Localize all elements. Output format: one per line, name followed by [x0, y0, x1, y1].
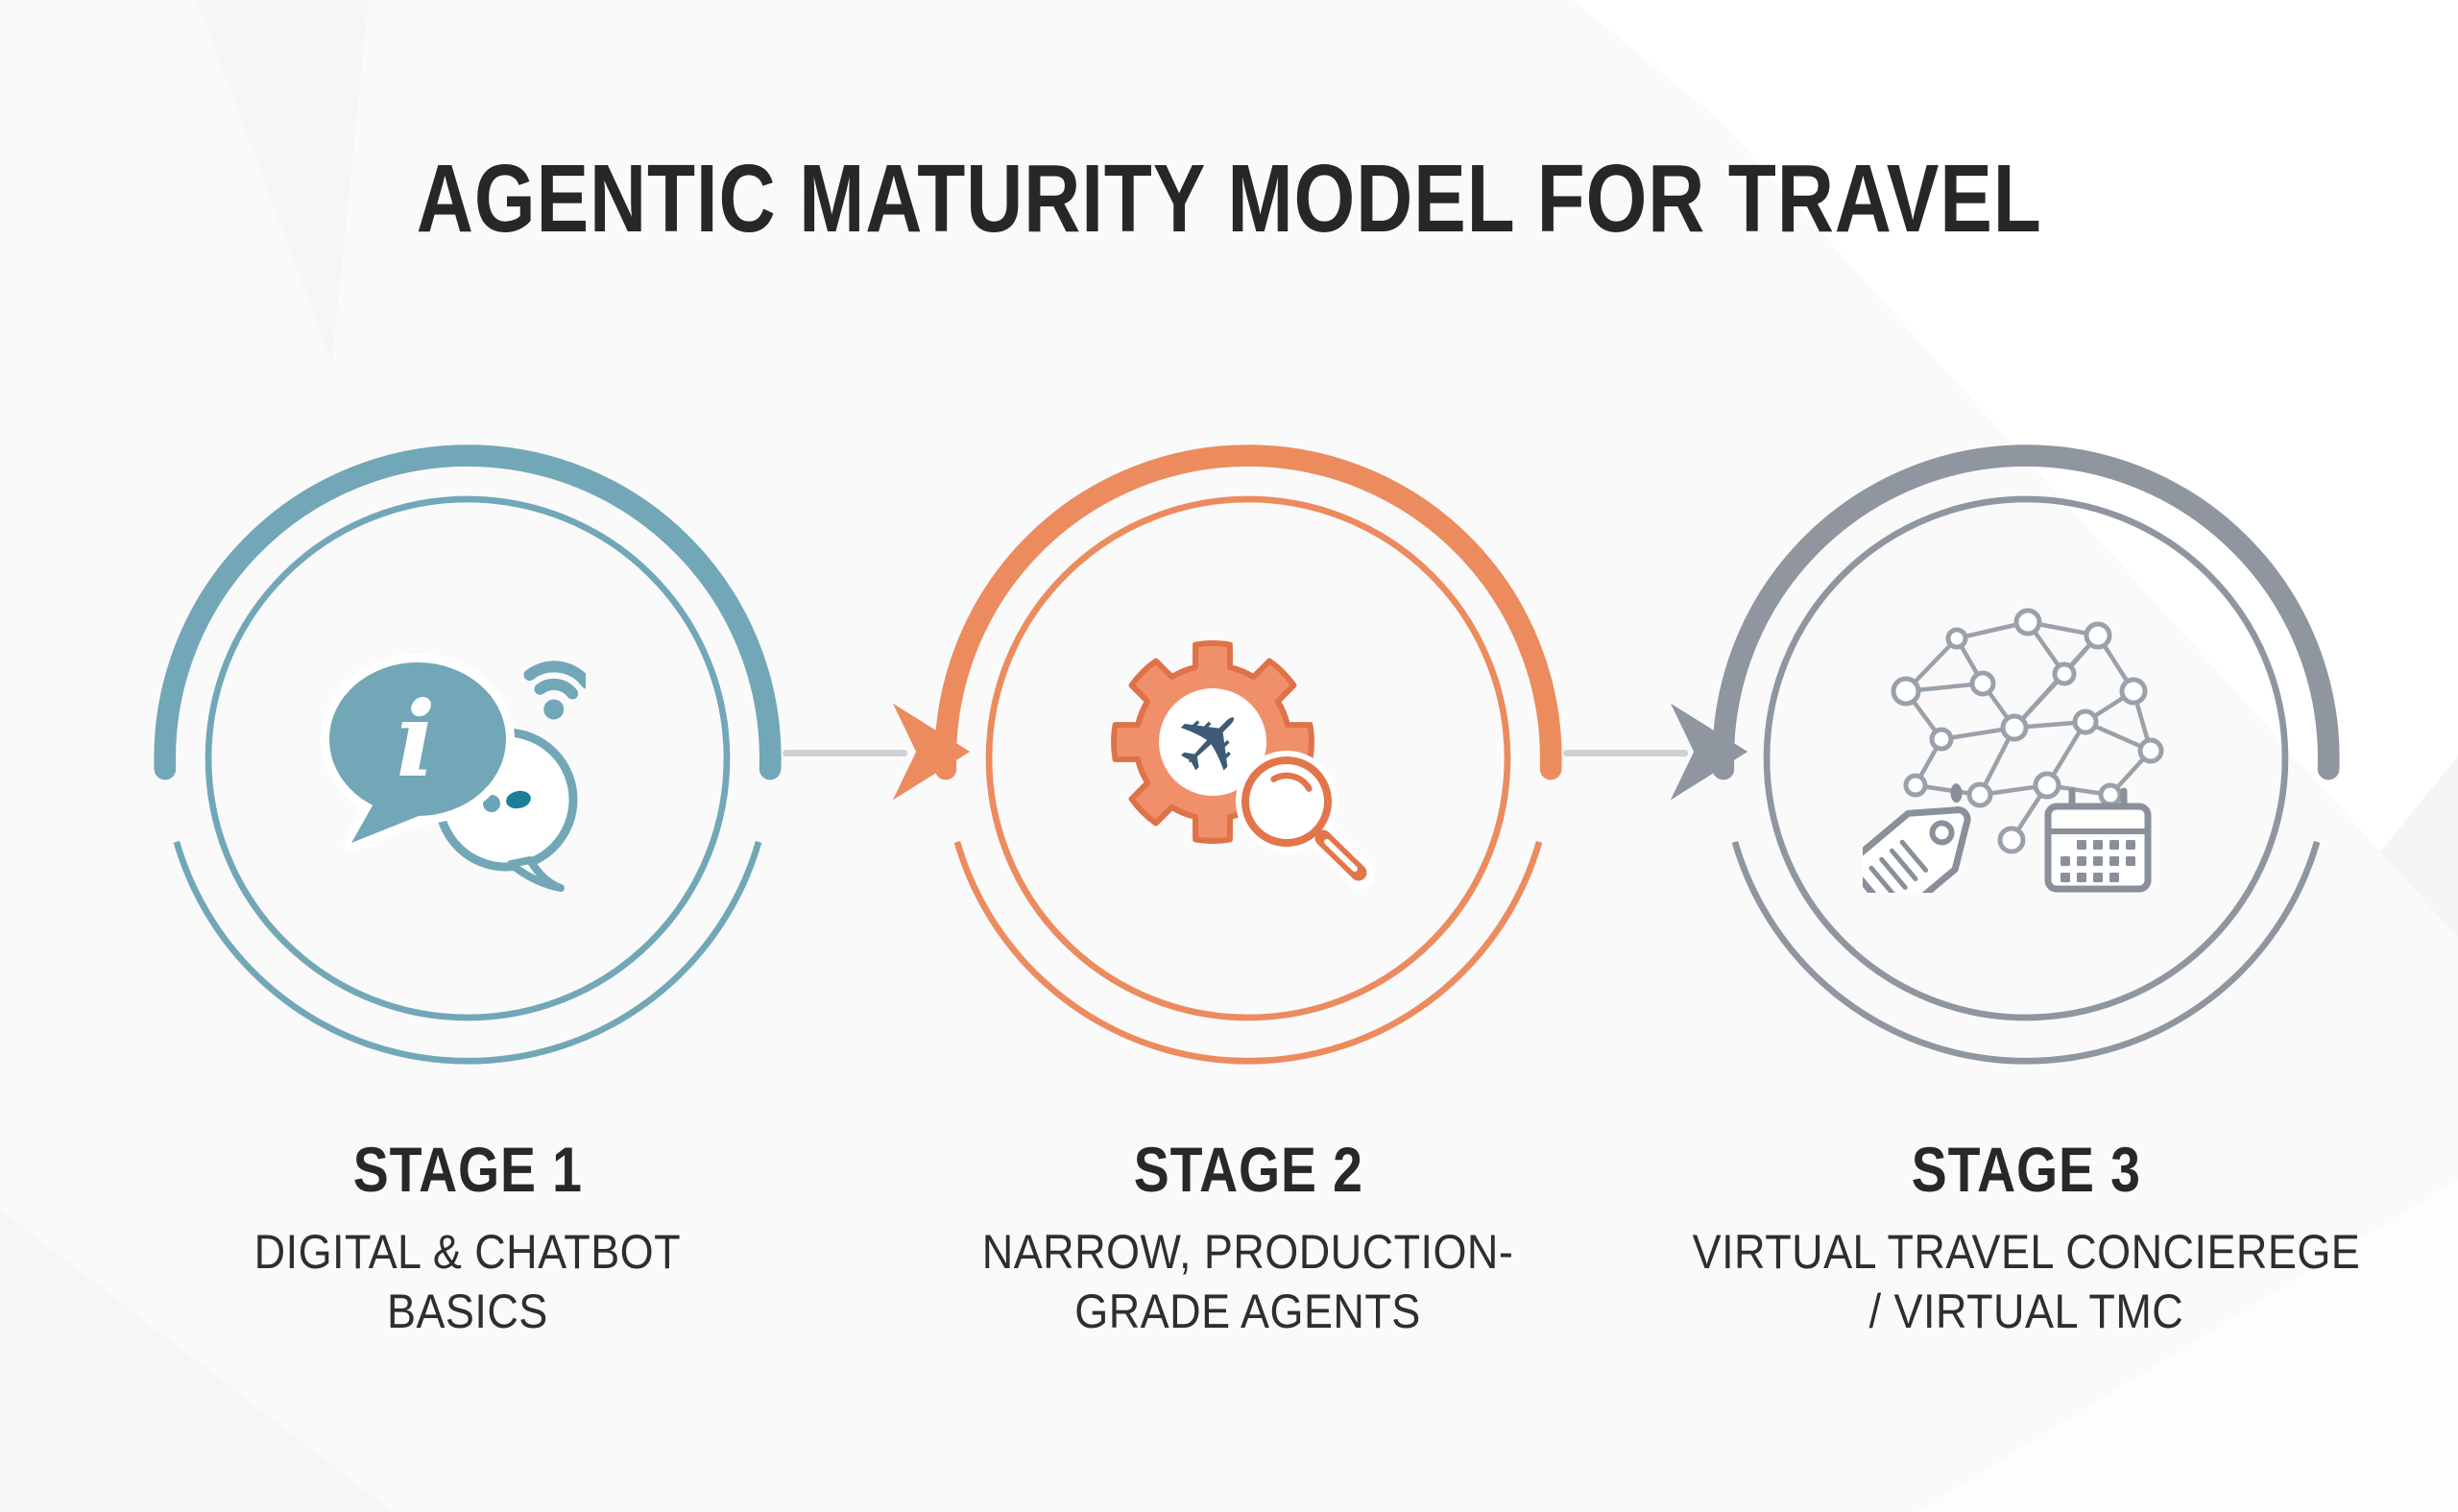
- brain-network-icon: [1891, 608, 2164, 854]
- gear-plane-magnifier-icon: ✈: [1111, 640, 1373, 889]
- ring-inner-circle: [1763, 495, 2289, 1021]
- chatbot-info-bubbles-icon: i: [321, 654, 586, 892]
- stage-2-description: NARROW, PRODUCTION- GRADE AGENTS: [982, 1225, 1514, 1338]
- ring-top-arc: [1712, 444, 2340, 780]
- stage-2-group: ✈ STAGE 2 NARROW, PRODUCTION- GRADE AGEN…: [855, 437, 1642, 1378]
- connector-line-1: [783, 750, 907, 756]
- stage-1-group: i STAGE 1 DIGITAL & CHATBOT BASICS: [74, 437, 861, 1378]
- magnifier-icon: [1236, 751, 1373, 889]
- stage-1-name: STAGE 1: [352, 1134, 583, 1205]
- ring-inner-circle: [985, 495, 1511, 1021]
- info-glyph: i: [396, 680, 435, 801]
- connector-line-2: [1563, 750, 1688, 756]
- stage-3-ring: [1704, 437, 2348, 1080]
- ring-top-arc: [934, 444, 1562, 780]
- stage-3-name: STAGE 3: [1911, 1134, 2141, 1205]
- stage-1-ring-icon: [154, 444, 782, 1065]
- calendar-icon: [2044, 787, 2152, 893]
- stage-3-group: STAGE 3 VIRTUAL TRAVEL CONCIEREGE / VIRT…: [1632, 437, 2420, 1378]
- arrow-right-icon: [892, 703, 971, 801]
- ring-inner-circle: [205, 495, 731, 1021]
- diagram-title-text: AGENTIC MATURITY MODEL FOR TRAVEL: [416, 145, 2042, 252]
- info-chat-bubble-icon: i: [321, 654, 515, 852]
- ring-bottom-arc: [173, 840, 762, 1065]
- diagram-title: AGENTIC MATURITY MODEL FOR TRAVEL: [0, 144, 2458, 254]
- stage-2-name: STAGE 2: [1133, 1134, 1363, 1205]
- stage-3-ring-icon: [1712, 444, 2340, 1065]
- stage-2-ring: ✈: [927, 437, 1570, 1080]
- ring-top-arc: [154, 444, 782, 780]
- ring-bottom-arc: [953, 840, 1543, 1065]
- typing-dot-icon: [506, 790, 531, 809]
- stage-3-description: VIRTUAL TRAVEL CONCIEREGE / VIRTUAL TMC: [1692, 1225, 2360, 1338]
- brain-tag-calendar-icon: [1863, 608, 2164, 893]
- price-tag-icon: [1863, 783, 1971, 893]
- stage-1-ring: i: [146, 437, 789, 1080]
- stage-2-ring-icon: [934, 444, 1562, 1065]
- typing-dot-icon: [483, 795, 500, 812]
- wifi-signal-icon: [523, 660, 586, 720]
- ring-bottom-arc: [1731, 840, 2321, 1065]
- arrow-right-icon: [1670, 703, 1748, 801]
- stage-1-description: DIGITAL & CHATBOT BASICS: [253, 1225, 682, 1338]
